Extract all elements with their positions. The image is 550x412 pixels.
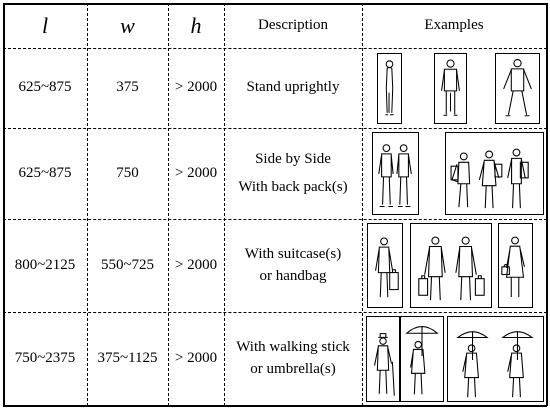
row2-description-line2: With back pack(s) bbox=[238, 178, 348, 195]
table-top-border bbox=[3, 3, 547, 5]
row2-h: > 2000 bbox=[174, 164, 218, 181]
row3-description-line2: or handbag bbox=[259, 267, 327, 284]
row4-w: 375~1125 bbox=[97, 349, 158, 366]
person-with-handbag-image bbox=[498, 223, 533, 308]
row4-description-line2: or umbrella(s) bbox=[250, 360, 336, 377]
col-divider-4 bbox=[362, 3, 363, 406]
row1-w: 375 bbox=[116, 79, 139, 96]
person-with-suitcase-image bbox=[367, 223, 403, 308]
row1-h: > 2000 bbox=[174, 79, 218, 96]
table-right-border bbox=[546, 3, 548, 406]
header-examples: Examples bbox=[424, 16, 484, 33]
header-divider bbox=[3, 48, 547, 49]
table-bottom-border bbox=[3, 405, 547, 407]
row4-description: With walking stick or umbrella(s) bbox=[224, 312, 362, 405]
standing-person-front-view-image bbox=[434, 53, 467, 124]
standing-person-arms-out-image bbox=[495, 53, 540, 124]
row1-l: 625~875 bbox=[18, 79, 72, 96]
header-description: Description bbox=[258, 16, 328, 33]
header-w: w bbox=[120, 12, 135, 38]
row3-l: 800~2125 bbox=[14, 256, 76, 273]
standing-person-side-view-image bbox=[377, 53, 402, 124]
row2-description: Side by Side With back pack(s) bbox=[224, 128, 362, 219]
three-people-with-backpacks-image bbox=[445, 132, 544, 215]
row2-w: 750 bbox=[116, 164, 139, 181]
row-divider-2 bbox=[3, 219, 547, 220]
row2-description-line1: Side by Side bbox=[255, 150, 331, 167]
row-divider-1 bbox=[3, 128, 547, 129]
two-people-side-by-side-image bbox=[372, 132, 419, 215]
row4-description-line1: With walking stick bbox=[236, 338, 350, 355]
two-people-with-suitcases-image bbox=[410, 223, 492, 308]
row-divider-3 bbox=[3, 312, 547, 313]
row4-h: > 2000 bbox=[174, 349, 218, 366]
person-with-walking-stick-image bbox=[366, 316, 400, 402]
person-with-umbrella-image bbox=[400, 316, 444, 402]
col-divider-2 bbox=[168, 3, 169, 406]
row3-description-line1: With suitcase(s) bbox=[244, 245, 342, 262]
row1-description: Stand uprightly bbox=[246, 79, 340, 96]
two-people-with-umbrellas-image bbox=[447, 316, 544, 402]
row3-h: > 2000 bbox=[174, 256, 218, 273]
col-divider-3 bbox=[224, 3, 225, 406]
header-l: l bbox=[41, 12, 49, 38]
row3-w: 550~725 bbox=[100, 256, 155, 273]
row3-description: With suitcase(s) or handbag bbox=[224, 219, 362, 312]
table-left-border bbox=[3, 3, 5, 406]
row4-l: 750~2375 bbox=[14, 349, 76, 366]
col-divider-1 bbox=[87, 3, 88, 406]
row2-l: 625~875 bbox=[18, 164, 72, 181]
header-h: h bbox=[190, 12, 202, 38]
